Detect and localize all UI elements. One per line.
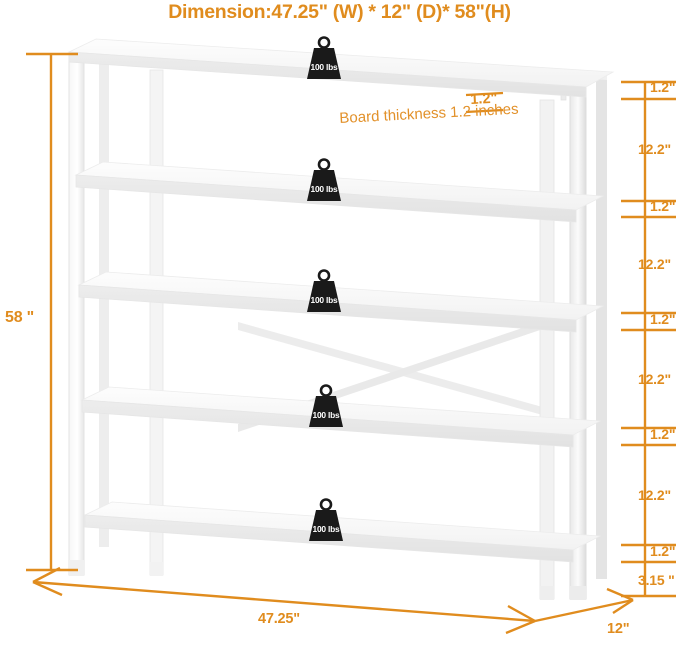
right-segment-label-5: 1.2" [650, 311, 676, 327]
height-dimension-line [26, 52, 78, 572]
weight-tag-shelf-1: 100 lbs [302, 36, 346, 83]
weight-tag-shelf-2: 100 lbs [302, 158, 346, 205]
width-label: 47.25" [258, 611, 300, 627]
right-segment-label-7: 1.2" [650, 426, 676, 442]
right-segment-label-2: 12.2" [638, 141, 671, 157]
right-segment-label-6: 12.2" [638, 371, 671, 387]
diagram-title: Dimension:47.25" (W) * 12" (D)* 58"(H) [168, 1, 511, 23]
right-segment-label-8: 12.2" [638, 487, 671, 503]
weight-icon [307, 158, 341, 201]
shelf-feet [69, 560, 586, 600]
weight-tag-shelf-3: 100 lbs [302, 269, 346, 316]
right-dimension-chain [621, 80, 676, 598]
board-thickness-bracket [465, 91, 504, 114]
weight-icon [307, 269, 341, 312]
weight-tag-shelf-4: 100 lbs [304, 384, 348, 431]
height-label: 58 " [5, 309, 35, 326]
weight-icon [309, 384, 343, 427]
right-segment-label-9: 1.2" [650, 543, 676, 559]
weight-icon [309, 498, 343, 541]
right-segment-label-3: 1.2" [650, 198, 676, 214]
weight-icon [307, 36, 341, 79]
depth-dimension-line [534, 587, 634, 623]
right-segment-label-1: 1.2" [650, 79, 676, 95]
depth-label: 12" [607, 621, 630, 637]
right-segment-label-4: 12.2" [638, 256, 671, 272]
width-dimension-line [32, 566, 536, 635]
right-segment-label-10: 3.15 " [638, 572, 675, 588]
weight-tag-shelf-5: 100 lbs [304, 498, 348, 545]
